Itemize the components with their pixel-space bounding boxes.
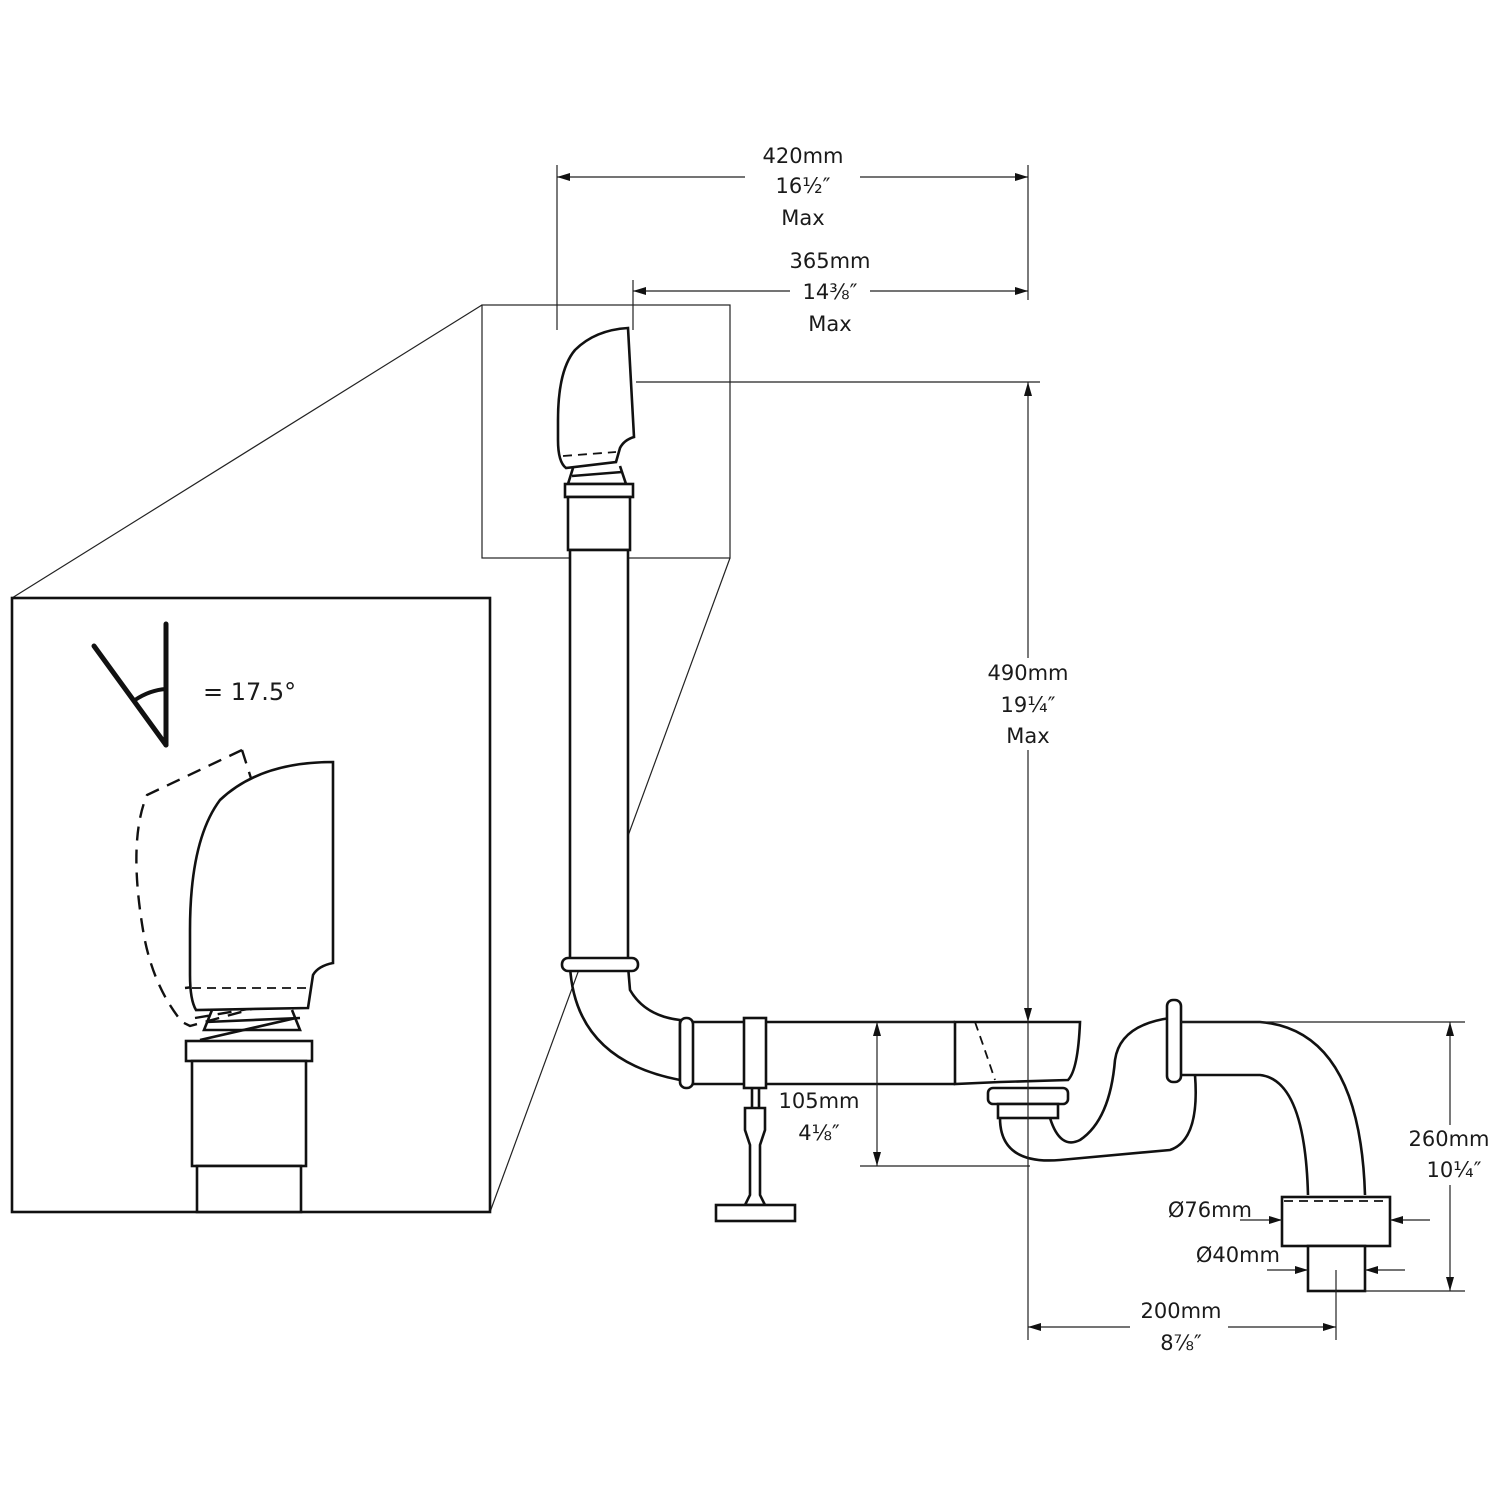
elbow-nut-side [678,1016,695,1090]
angle-label: = 17.5° [203,678,296,706]
trap-outer [998,1074,1197,1162]
dim-490-note: Max [1006,724,1049,748]
dim-490-metric: 490mm [988,661,1069,685]
dim-inner-diameter: Ø40mm [1196,1243,1280,1267]
elbow-nut-top [560,956,640,973]
trap-inner [1048,1016,1171,1144]
plunger-rod [742,1106,768,1207]
overflow-pipe [568,548,630,962]
overflow-cover-main [556,326,636,470]
dim-outer-diameter: Ø76mm [1168,1198,1252,1222]
angle-icon [91,621,169,748]
overflow-assembly [556,326,636,962]
overflow-body [566,495,632,552]
dim-365-imperial: 14⅜″ [803,280,858,304]
dim-260-imperial: 10¼″ [1427,1158,1482,1182]
dim-420-note: Max [781,206,824,230]
overflow-collar [563,482,635,499]
dim-105-imperial: 4⅛″ [798,1121,840,1145]
dim-200-metric: 200mm [1141,1299,1222,1323]
dim-420-metric: 420mm [763,144,844,168]
dim-260-metric: 260mm [1409,1127,1490,1151]
callout-connector-top [11,304,483,599]
trap-nut [1165,998,1183,1084]
tilted-overflow-outline [135,748,302,1028]
inset-collar [184,1039,314,1063]
plunger-plate [714,1203,797,1223]
outlet-socket-76 [1280,1195,1392,1248]
dimension-labels: 420mm 16½″ Max 365mm 14⅜″ Max 490mm 19¼″… [763,144,1490,1355]
tee-connector [742,1016,768,1090]
drain-body [953,998,1197,1162]
dim-105-metric: 105mm [779,1089,860,1113]
dim-490-imperial: 19¼″ [1001,693,1056,717]
dim-365-metric: 365mm [790,249,871,273]
overflow-elbow [560,956,955,1223]
inset-pipe [195,1164,303,1214]
dim-200-imperial: 8⅞″ [1160,1331,1202,1355]
dim-365-note: Max [808,312,851,336]
inset-body [190,1059,308,1168]
detail-inset: = 17.5° [10,596,492,1214]
dim-420-imperial: 16½″ [776,174,831,198]
dimension-lines [556,165,1465,1340]
overflow-cover [188,760,335,1012]
